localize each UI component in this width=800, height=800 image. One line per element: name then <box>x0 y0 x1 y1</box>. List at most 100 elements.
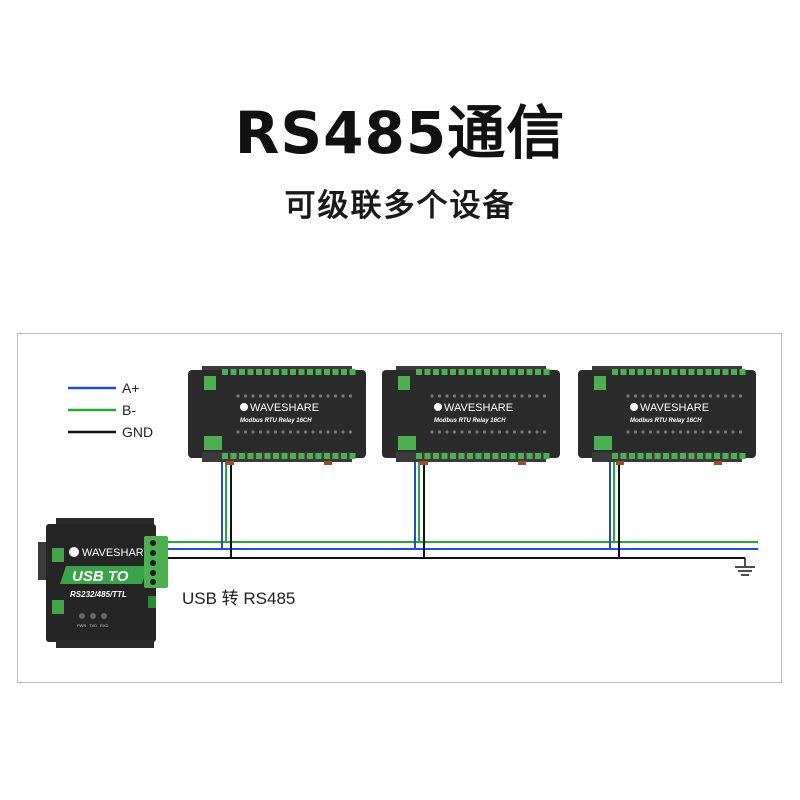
led-label-rxd: RXD <box>100 623 109 628</box>
converter-bottom-flange <box>56 640 154 648</box>
relay-led-top <box>656 394 660 398</box>
drop-wires <box>221 462 620 558</box>
relay-led-top <box>527 394 532 398</box>
relay-led-top <box>641 394 645 398</box>
diagram-frame <box>17 333 782 683</box>
relay-led-top <box>520 394 524 398</box>
rs485-terminal <box>594 436 612 450</box>
relay-led-top <box>281 394 285 398</box>
bottom-terminal <box>543 453 550 459</box>
bottom-terminal <box>281 453 288 459</box>
relay-led-top <box>512 394 517 398</box>
bottom-terminal <box>341 453 347 459</box>
legend-label-a: A+ <box>122 380 140 396</box>
top-terminal <box>731 369 737 375</box>
bottom-terminal <box>697 453 703 459</box>
top-terminal <box>646 369 652 375</box>
top-terminal <box>629 369 635 375</box>
relay-led-top <box>542 394 547 398</box>
terminal-screw-4 <box>150 570 156 576</box>
relay-led-bottom <box>497 430 502 434</box>
relay-led-top <box>663 394 668 398</box>
power-terminal <box>204 376 216 390</box>
relay-led-top <box>258 394 263 398</box>
relay-led-bottom <box>490 430 494 434</box>
relay-led-bottom <box>723 430 728 434</box>
top-terminal <box>722 369 729 375</box>
top-terminal <box>324 369 330 375</box>
relay-led-top <box>251 394 255 398</box>
top-terminal <box>273 369 279 375</box>
bottom-terminal <box>307 453 313 459</box>
bottom-terminal <box>535 453 541 459</box>
power-terminal <box>398 376 410 390</box>
rs485-terminal <box>204 436 222 450</box>
page-title: RS485通信 <box>234 99 566 167</box>
bottom-terminal <box>222 453 228 459</box>
top-terminal <box>458 369 465 375</box>
waveshare-logo-icon <box>434 403 442 411</box>
relay-led-top <box>535 394 539 398</box>
top-terminal <box>264 369 271 375</box>
relay-led-top <box>437 394 442 398</box>
relay-led-bottom <box>475 430 479 434</box>
bottom-terminal <box>646 453 652 459</box>
converter-title-banner <box>60 566 148 584</box>
legend-label-gnd: GND <box>122 424 153 440</box>
bottom-terminal <box>637 453 644 459</box>
module-brand: WAVESHARE <box>250 402 319 414</box>
bottom-terminal <box>688 453 695 459</box>
top-terminal <box>620 369 627 375</box>
relay-led-bottom <box>445 430 449 434</box>
bottom-terminal <box>273 453 279 459</box>
module-model: Modbus RTU Relay 16CH <box>434 418 506 424</box>
bottom-terminal <box>501 453 507 459</box>
relay-led-bottom <box>326 430 330 434</box>
terminal-screw-5 <box>150 579 156 585</box>
top-terminal <box>714 369 720 375</box>
bottom-terminal <box>663 453 669 459</box>
relay-led-top <box>633 394 638 398</box>
module-foot-right <box>714 461 722 465</box>
relay-led-top <box>326 394 330 398</box>
relay-led-top <box>445 394 449 398</box>
relay-led-bottom <box>452 430 457 434</box>
relay-led-bottom <box>236 430 240 434</box>
bottom-terminal <box>705 453 712 459</box>
bottom-terminal <box>441 453 448 459</box>
bottom-terminal <box>509 453 516 459</box>
relay-led-top <box>701 394 705 398</box>
relay-led-bottom <box>678 430 683 434</box>
relay-led-top <box>243 394 248 398</box>
top-terminal <box>705 369 712 375</box>
relay-led-bottom <box>333 430 338 434</box>
relay-led-top <box>490 394 494 398</box>
relay-led-top <box>273 394 278 398</box>
relay-led-bottom <box>348 430 353 434</box>
converter-badge-top <box>52 548 64 562</box>
relay-led-bottom <box>288 430 293 434</box>
terminal-screw-1 <box>150 540 156 546</box>
bottom-terminal <box>298 453 305 459</box>
module-brand: WAVESHARE <box>640 402 709 414</box>
relay-led-bottom <box>626 430 630 434</box>
bottom-terminal <box>230 453 237 459</box>
relay-led-bottom <box>716 430 720 434</box>
relay-led-top <box>341 394 345 398</box>
relay-led-bottom <box>341 430 345 434</box>
bottom-terminal <box>739 453 746 459</box>
relay-led-top <box>348 394 353 398</box>
converter-switch <box>148 596 156 608</box>
relay-led-bottom <box>505 430 509 434</box>
relay-led-top <box>475 394 479 398</box>
relay-led-top <box>723 394 728 398</box>
bottom-terminal <box>475 453 482 459</box>
relay-led-top <box>482 394 487 398</box>
relay-led-top <box>236 394 240 398</box>
relay-led-bottom <box>318 430 323 434</box>
relay-led-top <box>505 394 509 398</box>
legend: A+ B- GND <box>68 380 153 440</box>
bottom-terminal <box>629 453 635 459</box>
